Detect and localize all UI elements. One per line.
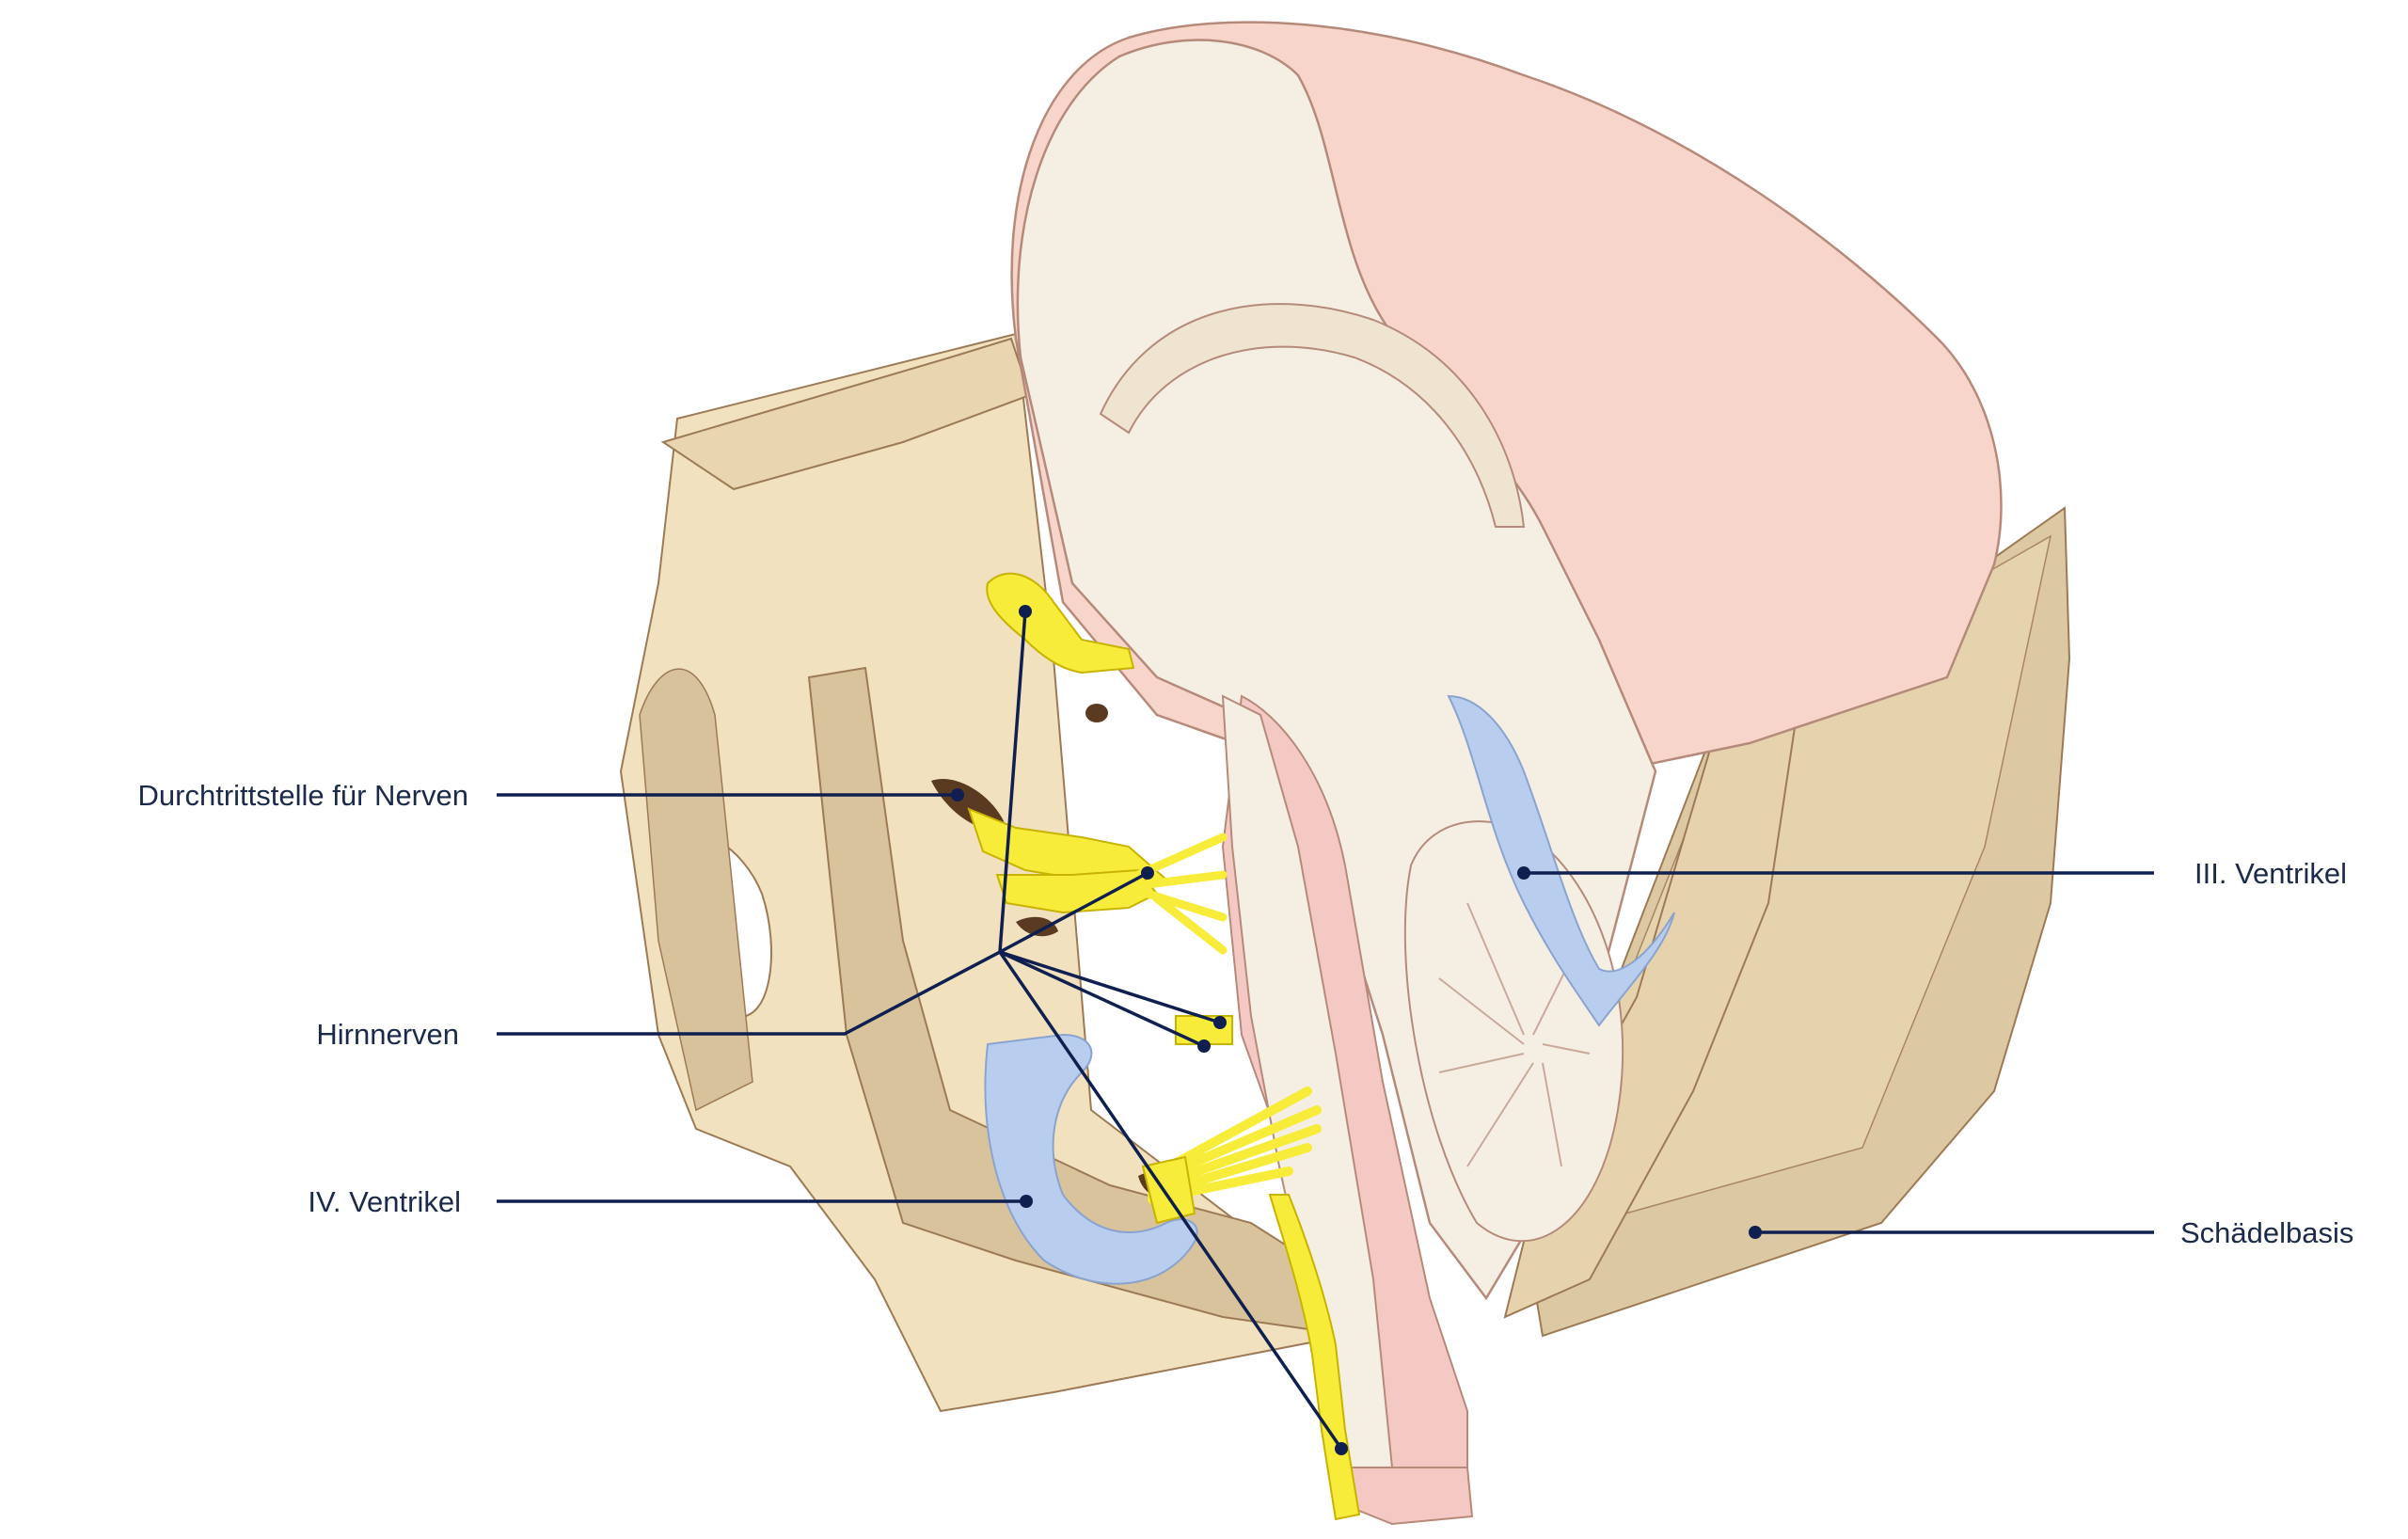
- brainstem-cut: [1344, 1467, 1474, 1526]
- nerve-descending: [1268, 1194, 1361, 1521]
- dot-pair-2: [1197, 1039, 1211, 1053]
- dot-nerve-passage: [951, 788, 964, 801]
- leader-cranial-nerves-bundle: [999, 871, 1149, 954]
- nerve-fan: [1148, 1087, 1322, 1204]
- skull-left-outer: [619, 332, 1347, 1413]
- fourth-ventricle-shape: [984, 1033, 1198, 1285]
- leader-lines: [497, 611, 2154, 1450]
- label-skull-base: Schädelbasis: [2180, 1216, 2353, 1249]
- cerebellum-folia: [1438, 902, 1591, 1167]
- foramen-1: [1085, 704, 1108, 722]
- leader-cranial-nerves: [497, 950, 1001, 1036]
- dot-skull-base: [1749, 1226, 1762, 1239]
- label-fourth-ventricle: IV. Ventrikel: [308, 1185, 461, 1218]
- leader-cranial-nerves-olfactory: [998, 611, 1027, 953]
- third-ventricle-shape: [1447, 694, 1675, 1027]
- dot-bundle: [1141, 866, 1154, 880]
- leader-dots: [951, 605, 1762, 1455]
- label-nerve-passage: Durchtrittstelle für Nerven: [138, 779, 468, 812]
- dot-pair-1: [1213, 1016, 1227, 1029]
- nerve-olfactory: [986, 572, 1135, 674]
- leader-cranial-nerves-pair-1: [999, 950, 1221, 1024]
- dot-olfactory: [1019, 605, 1032, 618]
- nerve-bundle-2: [995, 868, 1159, 914]
- nerve-fan-base: [1141, 1155, 1196, 1225]
- foramen-3: [1016, 916, 1058, 937]
- dot-descending: [1335, 1442, 1348, 1455]
- corpus-callosum: [1099, 303, 1526, 528]
- leader-cranial-nerves-pair-2: [999, 950, 1205, 1048]
- label-third-ventricle: III. Ventrikel: [2194, 857, 2347, 890]
- dot-fourth-ventricle: [1020, 1195, 1033, 1208]
- skull-side-shadow: [639, 668, 753, 1112]
- nerve-bundle-branches: [1133, 833, 1228, 955]
- leader-cranial-nerves-descending: [998, 951, 1343, 1450]
- label-cranial-nerves: Hirnnerven: [316, 1018, 459, 1051]
- dot-third-ventricle: [1517, 866, 1530, 880]
